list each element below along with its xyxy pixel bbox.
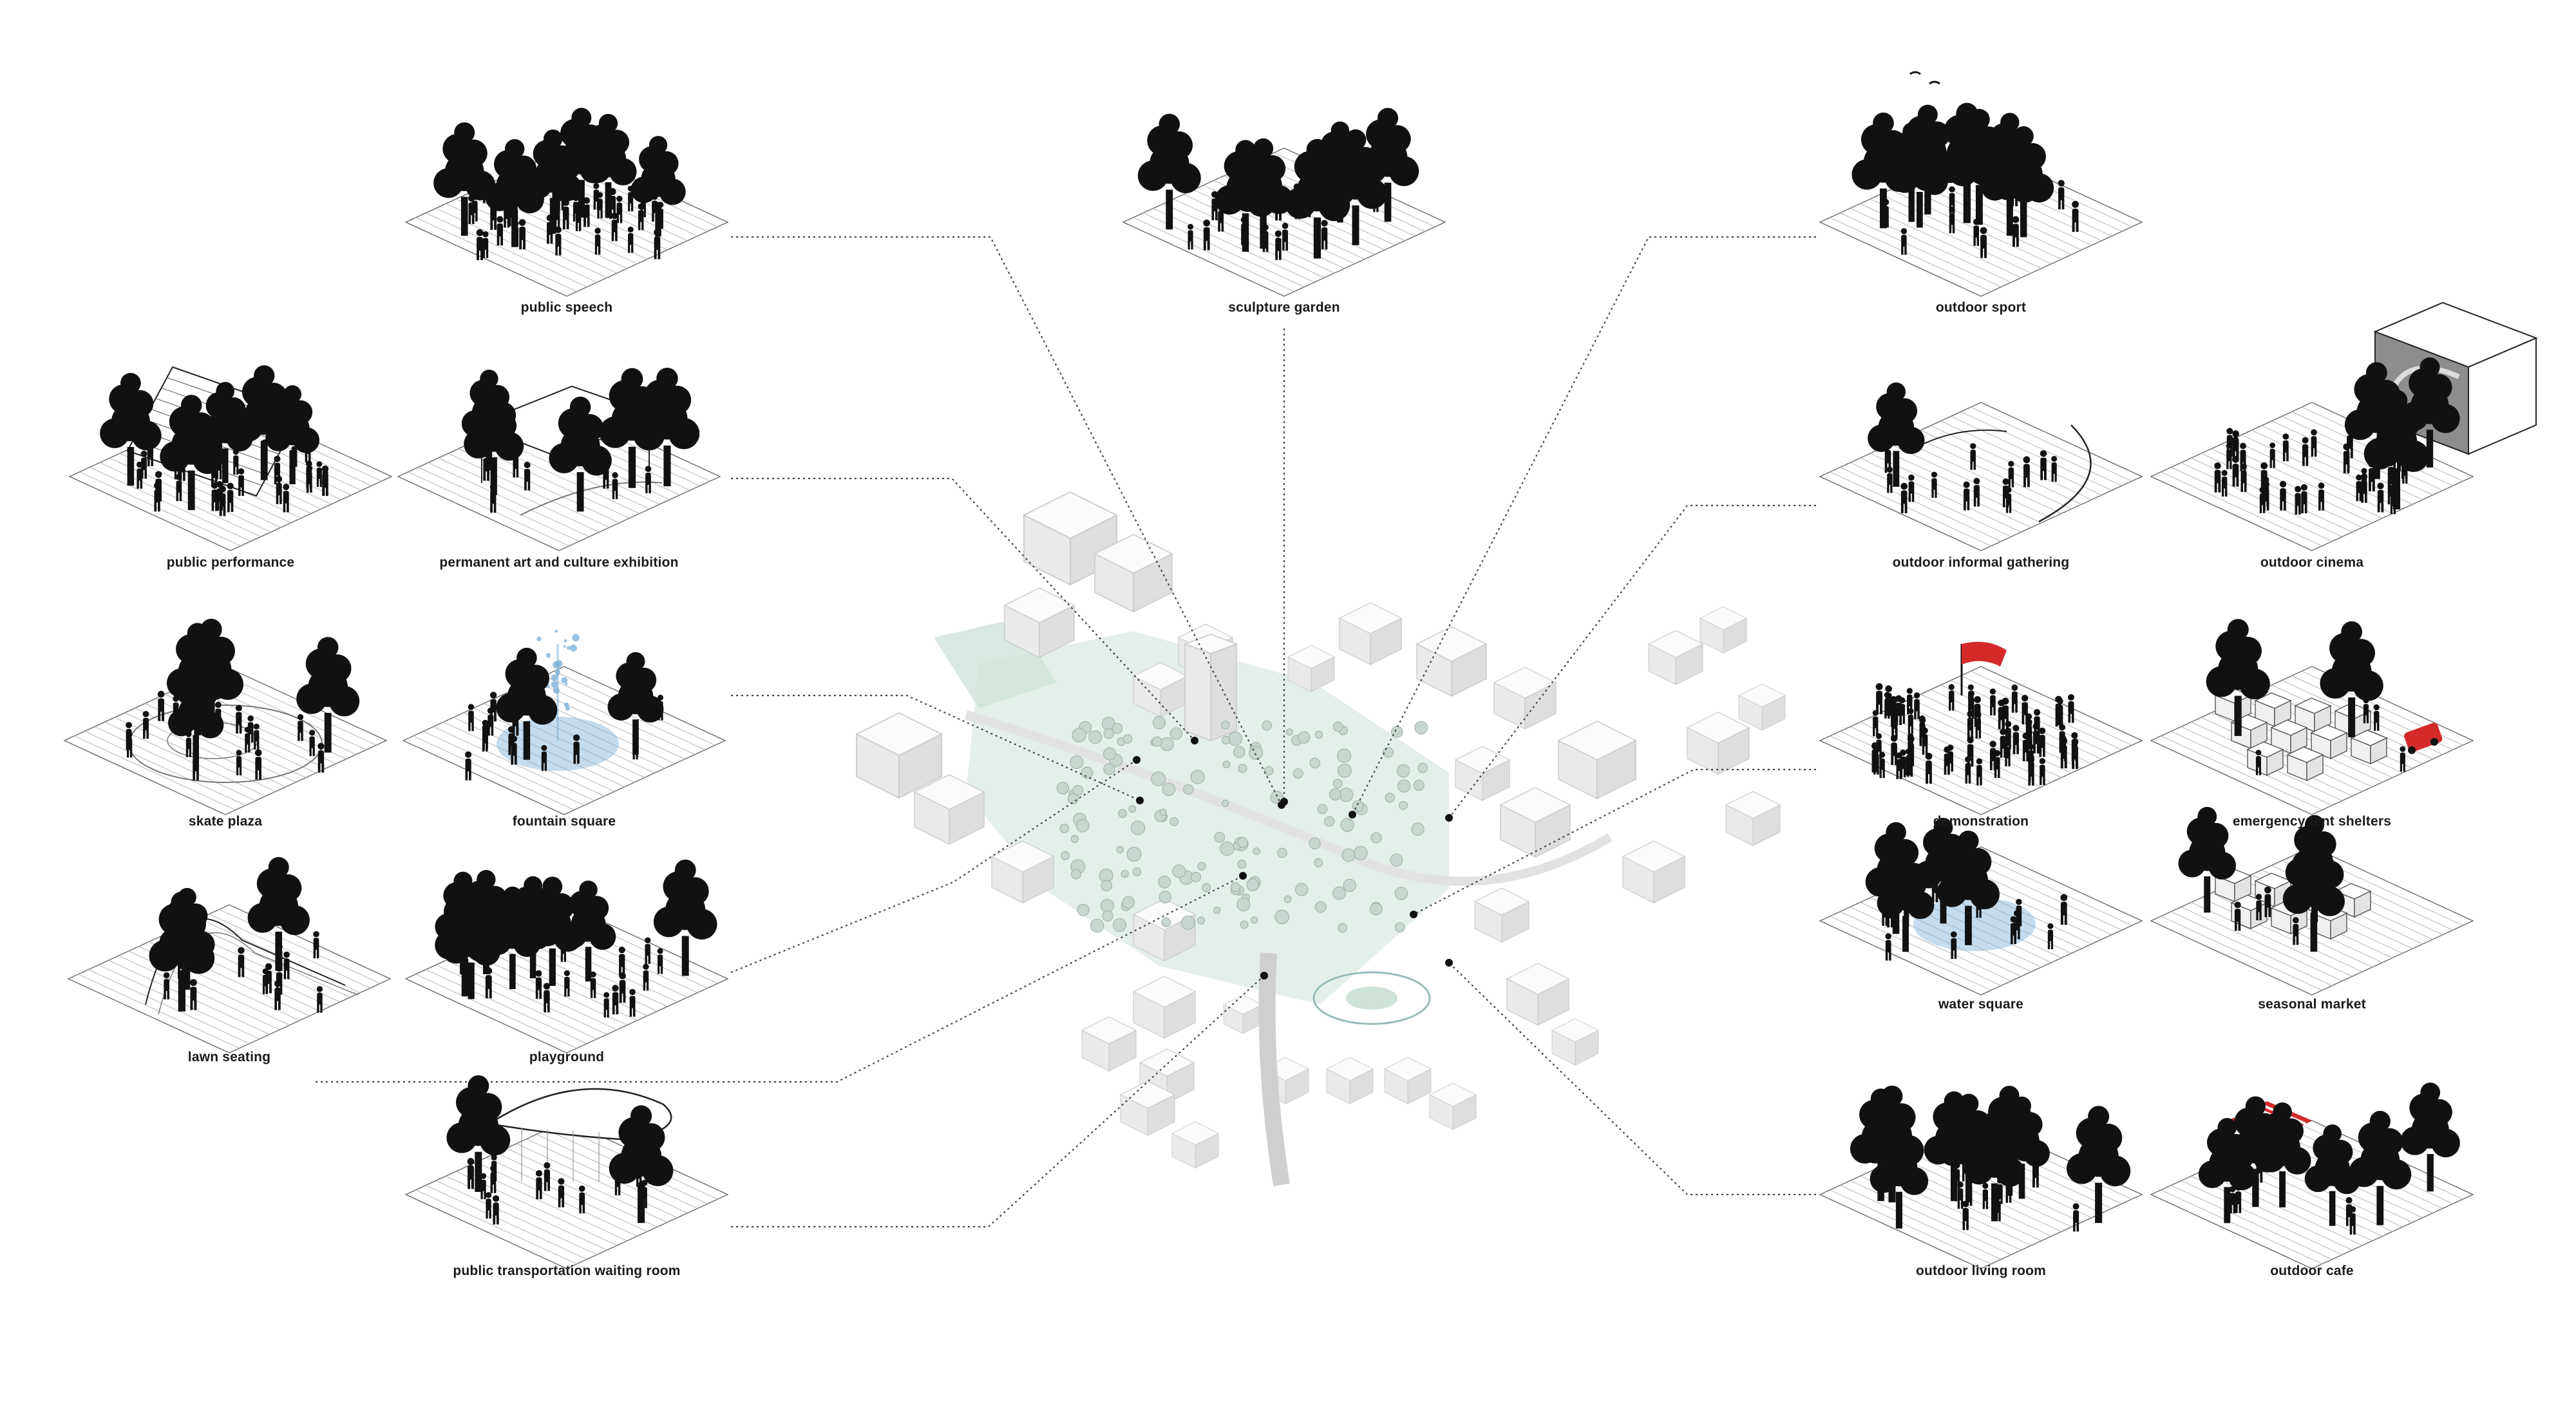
label-water-square: water square (1938, 997, 2023, 1012)
permanent-art-diagram (397, 367, 721, 551)
label-public-performance: public performance (166, 555, 295, 570)
label-demonstration: demonstration (1933, 814, 2029, 829)
label-transport-waiting: public transportation waiting room (453, 1263, 681, 1278)
label-informal-gathering: outdoor informal gathering (1892, 555, 2070, 570)
public-speech-diagram (404, 108, 729, 297)
demonstration-diagram (1819, 641, 2143, 815)
location-marker (1410, 911, 1417, 918)
label-seasonal-market: seasonal market (2258, 997, 2366, 1012)
location-marker (1133, 756, 1141, 764)
outdoor-cafe-diagram (2150, 1082, 2474, 1269)
living-room-diagram (1819, 1085, 2143, 1269)
label-living-room: outdoor living room (1915, 1263, 2047, 1278)
main-street (1258, 952, 1290, 1187)
central-city-model (856, 491, 1786, 1187)
playground-diagram (404, 859, 729, 1054)
label-skate-plaza: skate plaza (188, 814, 263, 829)
location-marker (1349, 811, 1356, 818)
skate-plaza-diagram (63, 618, 388, 815)
fountain-square-diagram (402, 629, 726, 815)
outdoor-sport-diagram (1819, 71, 2143, 297)
label-outdoor-cinema: outdoor cinema (2260, 555, 2364, 570)
location-marker (1239, 872, 1247, 880)
location-marker (1445, 814, 1453, 822)
sculpture-garden-diagram (1122, 108, 1446, 297)
roundabout (1312, 971, 1431, 1025)
label-sculpture-garden: sculpture garden (1228, 300, 1340, 315)
red-flag (1962, 641, 2007, 666)
label-fountain-square: fountain square (512, 814, 616, 829)
label-public-speech: public speech (520, 300, 613, 315)
location-marker (1260, 972, 1268, 979)
location-marker (1191, 737, 1198, 744)
tent-shelters-diagram (2150, 619, 2474, 815)
public-performance-diagram (68, 365, 393, 551)
water-square-diagram (1819, 818, 2143, 996)
label-outdoor-sport: outdoor sport (1935, 300, 2027, 315)
activity-diagrams (63, 71, 2538, 1269)
label-playground: playground (529, 1050, 605, 1064)
label-permanent-art: permanent art and culture exhibition (439, 555, 679, 570)
label-tent-shelters: emergency tent shelters (2232, 814, 2392, 829)
label-outdoor-cafe: outdoor cafe (2270, 1263, 2354, 1278)
lawn-seating-diagram (67, 856, 392, 1054)
transport-waiting-diagram (404, 1075, 729, 1269)
connector-lines (316, 236, 1816, 1228)
location-marker (1445, 959, 1453, 967)
outdoor-cinema-diagram (2150, 301, 2538, 551)
location-marker (1280, 798, 1288, 806)
label-lawn-seating: lawn seating (187, 1050, 271, 1064)
location-marker (1136, 797, 1144, 804)
informal-gathering-diagram (1819, 382, 2143, 551)
seasonal-market-diagram (2150, 807, 2474, 996)
